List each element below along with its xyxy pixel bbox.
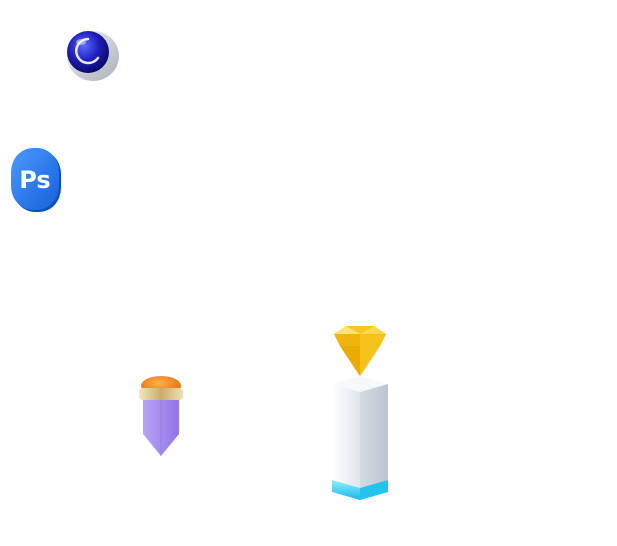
sketch-diamond-icon — [332, 326, 388, 500]
photoshop-icon: Ps — [11, 148, 61, 212]
photoshop-label: Ps — [19, 166, 50, 194]
cinema4d-icon — [67, 31, 119, 81]
pencil-icon — [139, 376, 183, 456]
